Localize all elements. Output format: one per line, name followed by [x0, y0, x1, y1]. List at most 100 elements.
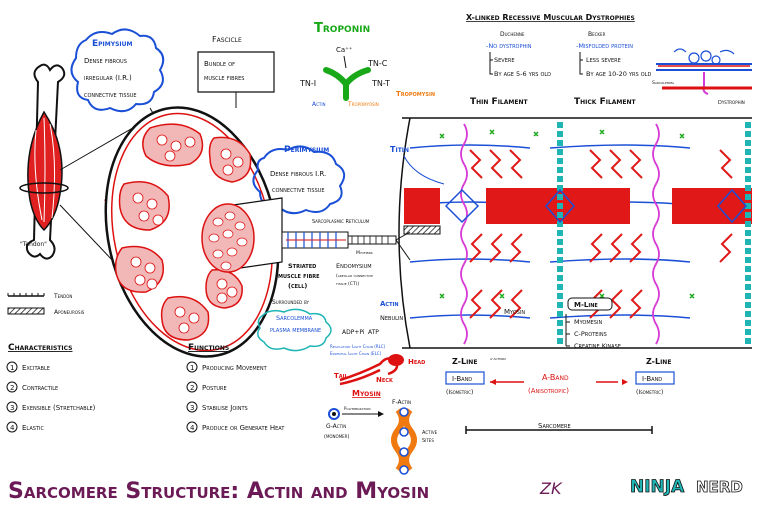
- perimysium-line-2: connective tissue: [272, 186, 325, 194]
- becker-severity: Less severe: [586, 56, 621, 64]
- characteristics-number: 4: [10, 424, 15, 432]
- troponin-title: Troponin: [314, 21, 370, 36]
- legend-aponeurosis: Aponeurosis: [54, 309, 85, 316]
- g-actin-label: G-Actin: [326, 423, 346, 430]
- sarcoplasmic-reticulum-label: Sarcoplasmic Reticulum: [312, 219, 370, 225]
- characteristics-item: Excitable: [22, 364, 50, 372]
- functions-bullet: [186, 381, 198, 393]
- surrounded-by-label: Surrounded by: [272, 299, 309, 306]
- characteristics-number: 1: [10, 364, 14, 372]
- dystrophies-panel: X-linked Recessive Muscular Dystrophies …: [466, 13, 752, 106]
- legend-tendon: Tendon: [53, 293, 72, 300]
- characteristics-number: 2: [10, 384, 14, 392]
- becker-name: Becker: [588, 31, 606, 38]
- i-band-left: I-Band: [452, 375, 472, 383]
- sarcomere-label: Sarcomere: [538, 422, 571, 430]
- characteristics-item: Exensible (Stretchable): [22, 404, 96, 412]
- functions-number: 4: [190, 424, 195, 432]
- characteristics-bullet: [6, 421, 18, 433]
- svg-text:tissue (CT)): tissue (CT)): [335, 281, 359, 287]
- svg-text:(areolar connective: (areolar connective: [336, 273, 373, 279]
- nebulin-label: Nebulin: [380, 314, 403, 322]
- duchenne-cause: -No dystrophin: [486, 42, 532, 50]
- alpha-actinin-label: α-actinin: [490, 356, 506, 361]
- functions-number: 1: [190, 364, 194, 372]
- z-line-left-label: Z-Line: [452, 357, 477, 366]
- duchenne-name: Duchenne: [500, 31, 525, 38]
- tnt-label: TN-T: [371, 79, 390, 88]
- tni-label: TN-I: [299, 79, 316, 88]
- m-line-c-proteins: C-Proteins: [574, 330, 607, 338]
- functions-bullet: [186, 421, 198, 433]
- tail-label: Tail: [334, 372, 349, 380]
- myofibril-label: Myofibril: [356, 250, 374, 256]
- svg-text:Sarcolemma: Sarcolemma: [276, 314, 313, 322]
- endomysium-label: Endomysium (areolar connective tissue (C…: [335, 262, 373, 287]
- characteristics-item: Contractile: [22, 384, 58, 392]
- perimysium-title: Perimysium: [284, 145, 329, 155]
- functions-item: Posture: [202, 384, 227, 392]
- myosin-detail-label: Myosin: [352, 389, 381, 398]
- myosin-label: Myosin: [504, 308, 525, 316]
- thick-filament-label: Thick Filament: [574, 97, 637, 107]
- a-band-label: A-Band: [542, 373, 569, 382]
- functions-bullet: [186, 401, 198, 413]
- dystrophy-sarcolemma-label: Sarcolemma: [652, 80, 675, 86]
- fascicle-3d: [201, 197, 411, 273]
- dystrophin-label: Dystrophin: [718, 100, 745, 106]
- m-line-label: M-Line: [574, 301, 598, 309]
- functions-item: Stabilise Joints: [202, 404, 248, 412]
- sarcomere: Tropomysin Thin Filament Thick Filament …: [380, 90, 752, 434]
- functions-item: Produce or Generate Heat: [202, 424, 285, 432]
- tendon-quote-label: "Tendon": [20, 241, 47, 248]
- thin-filament-label: Thin Filament: [470, 97, 528, 107]
- troponin-tropomyosin-label: Tropomyosin: [347, 101, 379, 108]
- functions-number: 2: [190, 384, 194, 392]
- troponin-actin-label: Actin: [312, 101, 326, 108]
- neck-label: Neck: [376, 376, 394, 384]
- active-sites-line-2: Sites: [422, 438, 434, 444]
- monomer-label: (monomer): [324, 434, 349, 440]
- page-title: Sarcomere Structure: Actin and Myosin: [8, 479, 429, 504]
- functions-item: Producing Movement: [202, 364, 268, 372]
- characteristics-bullet: [6, 381, 18, 393]
- svg-text:plasma membrane: plasma membrane: [270, 326, 321, 334]
- troponin-panel: Troponin Ca⁺⁺ TN-C TN-I TN-T Actin Tropo…: [299, 21, 390, 108]
- m-line-creatine-kinase: Creatine Kinase: [574, 342, 621, 350]
- z-line-right-label: Z-Line: [646, 357, 671, 366]
- fascicle-title: Fascicle: [212, 35, 242, 44]
- sarcolemma-callout: Surrounded by Sarcolemma plasma membrane: [257, 299, 332, 352]
- ninja-nerd-logo: NINJA NERD: [630, 477, 744, 498]
- svg-text:Endomysium: Endomysium: [336, 262, 372, 270]
- anisotropic-label: (Anisotropic): [528, 387, 569, 395]
- atp-label: ATP: [368, 329, 379, 336]
- svg-text:Striated: Striated: [288, 262, 316, 270]
- calcium-label: Ca⁺⁺: [336, 46, 353, 54]
- functions-bullet: [186, 361, 198, 373]
- tissue-legend: Tendon Aponeurosis: [7, 293, 85, 316]
- characteristics-bullet: [6, 361, 18, 373]
- myosin-detail: ADP+Pi ATP Regulatory Light Chain (RLC) …: [324, 329, 438, 475]
- isometric-left: (Isometric): [446, 389, 473, 396]
- characteristics-number: 3: [10, 404, 14, 412]
- epimysium-callout: Epimysium Dense fibrous irregular (I.R.)…: [70, 28, 165, 123]
- polymerization-label: Polymerization: [344, 406, 371, 411]
- perimysium-line-1: Dense fibrous I.R.: [270, 170, 326, 178]
- actin-label: Actin: [380, 300, 399, 308]
- epimysium-line-3: connective tissue: [84, 91, 137, 99]
- fibre-label: Striated muscle fibre (cell): [278, 262, 320, 290]
- duchenne-severity: Severe: [494, 56, 515, 64]
- fascicle-callout: Fascicle Bundle of muscle fibres: [197, 35, 275, 108]
- becker-cause: -Misfolded protein: [576, 42, 633, 50]
- essential-light-chain-label: Essential Light Chain (ELC): [330, 351, 382, 356]
- m-line-myomesin: Myomesin: [574, 318, 602, 326]
- active-sites-line-1: Active: [422, 430, 438, 436]
- characteristics-title: Characteristics: [8, 343, 72, 353]
- dystrophies-title: X-linked Recessive Muscular Dystrophies: [466, 13, 635, 22]
- svg-text:muscle fibre: muscle fibre: [278, 272, 320, 280]
- regulatory-light-chain-label: Regulatory Light Chain (RLC): [330, 344, 386, 349]
- tnc-label: TN-C: [367, 59, 388, 68]
